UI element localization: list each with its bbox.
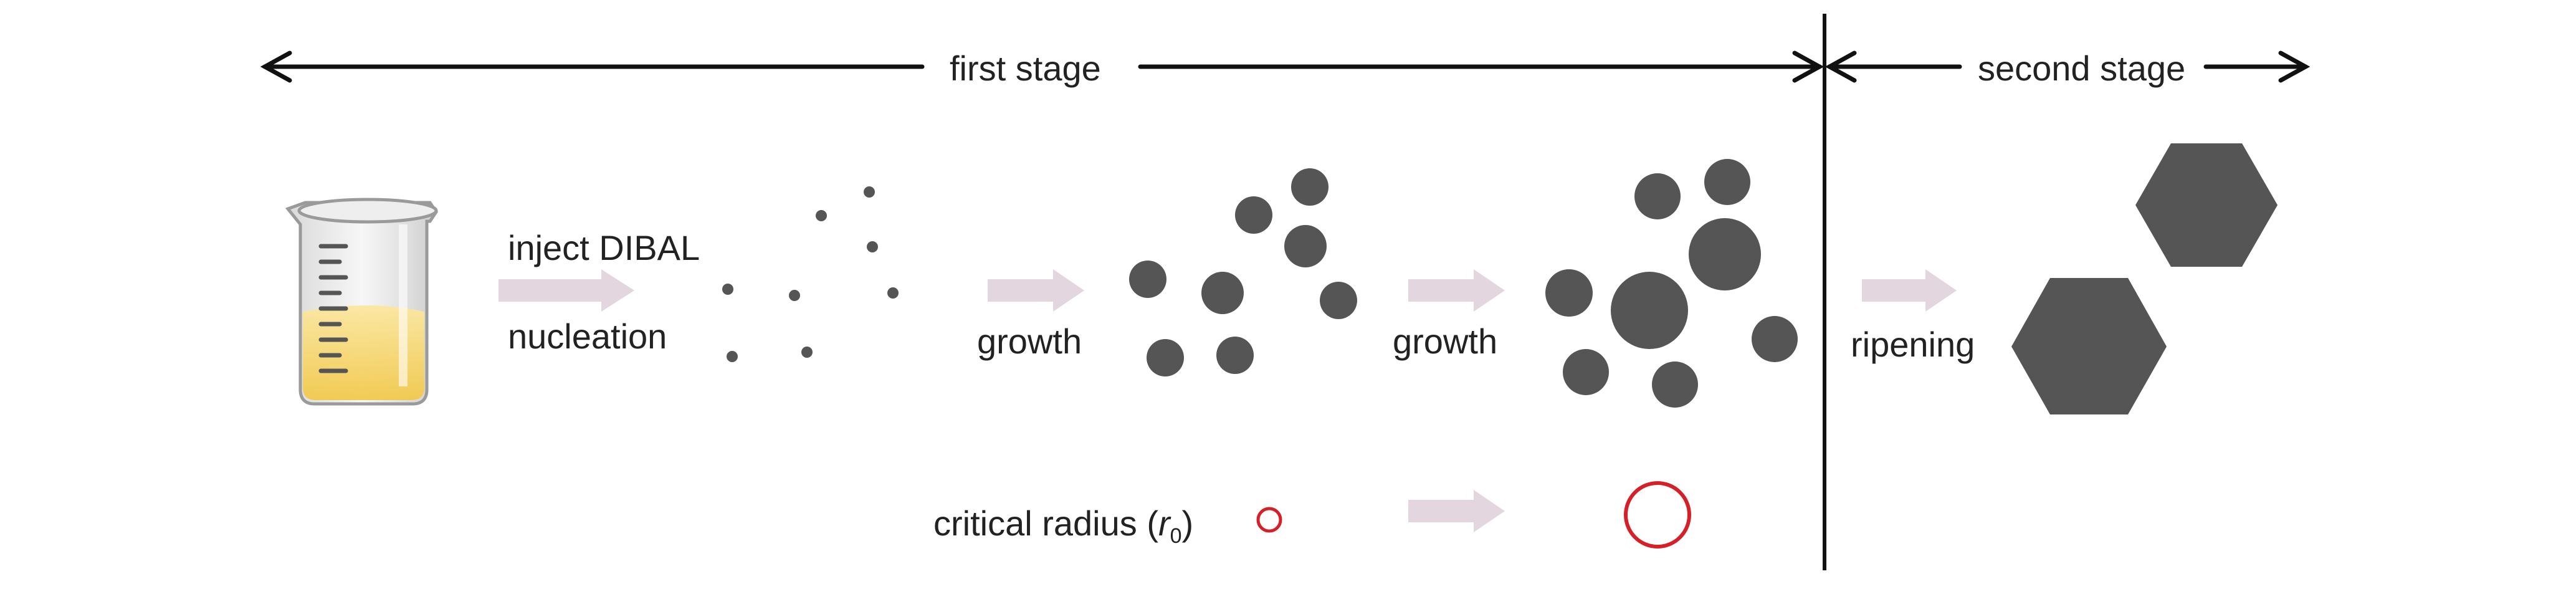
beaker-icon (285, 198, 439, 406)
critical-radius-prefix: critical radius ( (933, 504, 1158, 543)
critical-radius-symbol: r (1158, 504, 1170, 543)
critical-radius-subscript: 0 (1170, 524, 1182, 548)
process-arrow-icon (499, 269, 634, 312)
inject-label: inject DIBAL (508, 228, 700, 267)
growth-label-1: growth (977, 322, 1082, 361)
particle (864, 186, 875, 198)
nucleation-label: nucleation (508, 317, 667, 356)
critical-radius-suffix: ) (1181, 504, 1194, 543)
particle (722, 284, 733, 295)
particle (1611, 272, 1688, 349)
particle (1284, 225, 1327, 267)
process-arrow-icon (1408, 269, 1505, 312)
particle (1201, 272, 1244, 314)
ripening-label: ripening (1851, 325, 1975, 364)
particle (1291, 168, 1329, 206)
particle (1563, 349, 1609, 395)
particle (1147, 339, 1184, 376)
particle (1216, 337, 1254, 374)
particle (1235, 196, 1272, 234)
growth-label-2: growth (1393, 322, 1498, 361)
particle (789, 290, 800, 301)
critical-radius-circle-small (1256, 507, 1282, 533)
process-arrow-icon (1862, 269, 1957, 312)
second-stage-label: second stage (1969, 51, 2195, 86)
particle (867, 241, 878, 252)
particle (1320, 282, 1357, 319)
particle (1652, 362, 1698, 408)
particle (1129, 261, 1166, 298)
critical-radius-label: critical radius (r0) (933, 506, 1193, 547)
particle (816, 210, 827, 221)
hexagon-crystal (2011, 278, 2167, 414)
second-stage-arrow (1825, 50, 2311, 83)
hexagon-crystal (2135, 143, 2278, 267)
process-arrow-icon (988, 269, 1084, 312)
particle (1752, 316, 1798, 362)
particle (1545, 269, 1593, 317)
particle (1704, 159, 1750, 205)
particle (887, 287, 899, 299)
particle (727, 351, 738, 362)
first-stage-label: first stage (941, 51, 1110, 86)
critical-radius-circle-large (1624, 481, 1691, 548)
particle (1634, 173, 1681, 219)
first-stage-arrow (260, 50, 1825, 83)
process-arrow-icon (1408, 490, 1505, 532)
particle (801, 347, 813, 358)
particle (1689, 218, 1761, 290)
